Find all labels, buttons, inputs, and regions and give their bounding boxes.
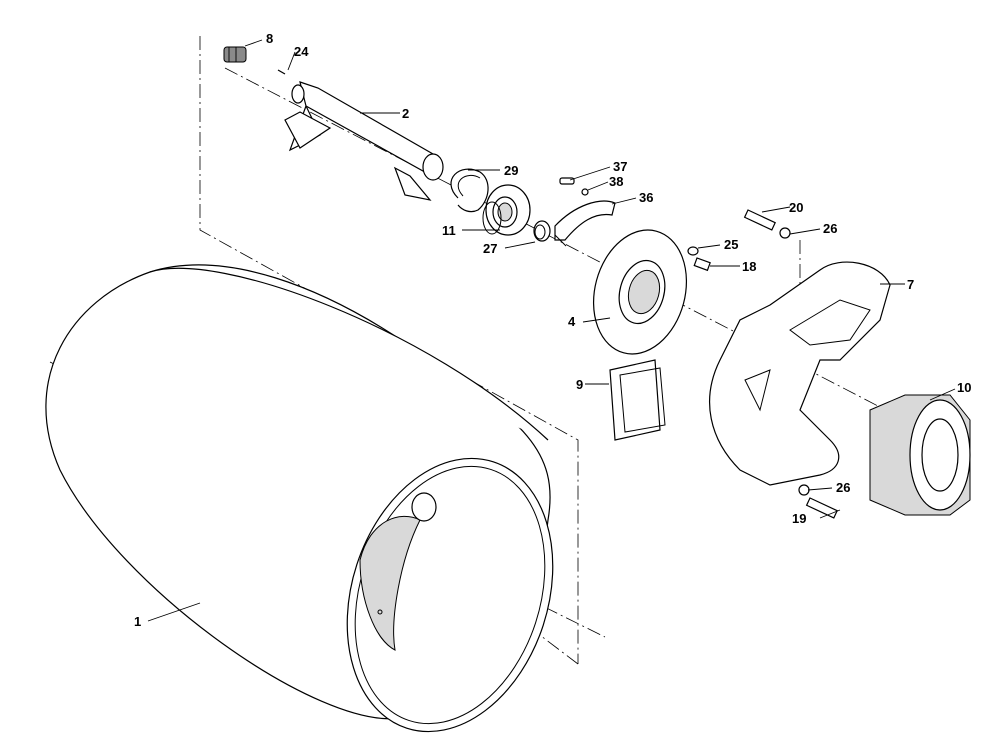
callout-1: 1 xyxy=(134,614,141,629)
flange-part xyxy=(592,229,688,355)
callout-20: 20 xyxy=(789,200,803,215)
mount-part xyxy=(609,359,666,441)
callout-37: 37 xyxy=(613,159,627,174)
callout-26-upper: 26 xyxy=(823,221,837,236)
callout-18: 18 xyxy=(742,259,756,274)
callout-36: 36 xyxy=(639,190,653,205)
bearing-part xyxy=(482,184,531,236)
screw-washer-part xyxy=(559,177,589,196)
callout-11: 11 xyxy=(442,223,456,238)
callout-labels: 1 2 4 7 8 9 10 11 18 19 20 24 25 26 26 2… xyxy=(134,31,971,629)
leader-lines xyxy=(147,39,956,622)
bracket-plate-part xyxy=(709,261,891,486)
callout-24: 24 xyxy=(294,44,309,59)
callout-7: 7 xyxy=(907,277,914,292)
callout-4: 4 xyxy=(568,314,576,329)
callout-2: 2 xyxy=(402,106,409,121)
callout-27: 27 xyxy=(483,241,497,256)
shaft-part xyxy=(284,81,444,201)
callout-8: 8 xyxy=(266,31,273,46)
callout-29: 29 xyxy=(504,163,518,178)
callout-25: 25 xyxy=(724,237,738,252)
callout-26-lower: 26 xyxy=(836,480,850,495)
ring-part xyxy=(533,220,551,242)
fitting-part xyxy=(223,46,247,63)
plate-part xyxy=(554,200,616,247)
callout-10: 10 xyxy=(957,380,971,395)
circlip-part xyxy=(450,168,489,213)
fasteners-part xyxy=(743,209,838,519)
callout-9: 9 xyxy=(576,377,583,392)
motor-part xyxy=(869,394,971,516)
washer-bolt-part xyxy=(687,246,711,272)
drum-part xyxy=(45,264,554,733)
callout-19: 19 xyxy=(792,511,806,526)
pin-part xyxy=(277,69,286,75)
callout-38: 38 xyxy=(609,174,623,189)
